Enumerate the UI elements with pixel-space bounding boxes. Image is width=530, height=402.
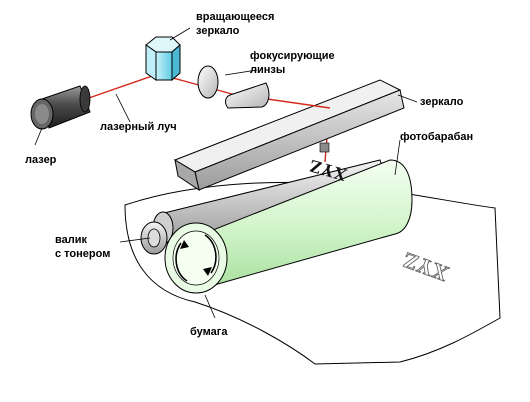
rotating-mirror-label-2: зеркало <box>196 25 240 37</box>
focusing-lenses-label-2: линзы <box>250 64 285 76</box>
rotating-mirror <box>145 36 181 82</box>
mirror-label: зеркало <box>420 96 464 108</box>
toner-roller-label-2: с тонером <box>55 248 110 260</box>
laser-beam-label: лазерный луч <box>100 121 177 133</box>
toner-roller-label-1: валик <box>55 234 87 246</box>
paper-label: бумага <box>190 326 228 338</box>
long-mirror <box>173 79 405 192</box>
laser-beam <box>85 73 331 109</box>
focusing-lenses-label-1: фокусирующие <box>250 50 335 62</box>
toner-roller <box>140 159 389 255</box>
focusing-lenses <box>197 65 270 109</box>
beam-port <box>319 142 330 153</box>
laser-label: лазер <box>25 154 57 166</box>
leader-lines <box>34 27 418 319</box>
photo-drum-label: фотобарабан <box>400 131 473 143</box>
rotating-mirror-label-1: вращающееся <box>196 11 274 23</box>
laser-source <box>30 85 91 130</box>
